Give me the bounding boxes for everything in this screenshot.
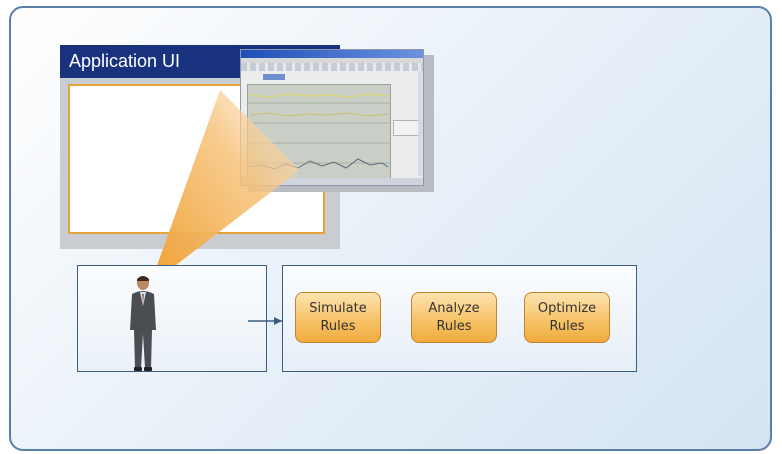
optimize-rules-label-line1: Optimize <box>537 300 597 316</box>
screenshot-thumbnail <box>240 49 424 186</box>
thumbnail-plot-lines <box>248 93 390 170</box>
simulate-rules-button[interactable]: Simulate Rules <box>295 292 381 343</box>
thumbnail-titlebar <box>241 50 423 58</box>
thumbnail-legend <box>393 120 421 136</box>
person-icon <box>130 276 156 371</box>
thumbnail-menubar <box>241 58 423 63</box>
user-box <box>77 265 267 372</box>
simulate-rules-label-line1: Simulate <box>309 300 367 316</box>
thumbnail-statusbar <box>241 178 423 185</box>
thumbnail-tab <box>263 74 285 80</box>
thumbnail-plot <box>247 84 391 180</box>
analyze-rules-label-line2: Rules <box>436 318 472 334</box>
simulate-rules-label-line2: Rules <box>320 318 356 334</box>
analyze-rules-label-line1: Analyze <box>428 300 480 316</box>
thumbnail-toolbar <box>241 63 423 71</box>
thumbnail-scrollbar <box>418 71 423 176</box>
optimize-rules-button[interactable]: Optimize Rules <box>524 292 610 343</box>
analyze-rules-button[interactable]: Analyze Rules <box>411 292 497 343</box>
optimize-rules-label-line2: Rules <box>549 318 585 334</box>
